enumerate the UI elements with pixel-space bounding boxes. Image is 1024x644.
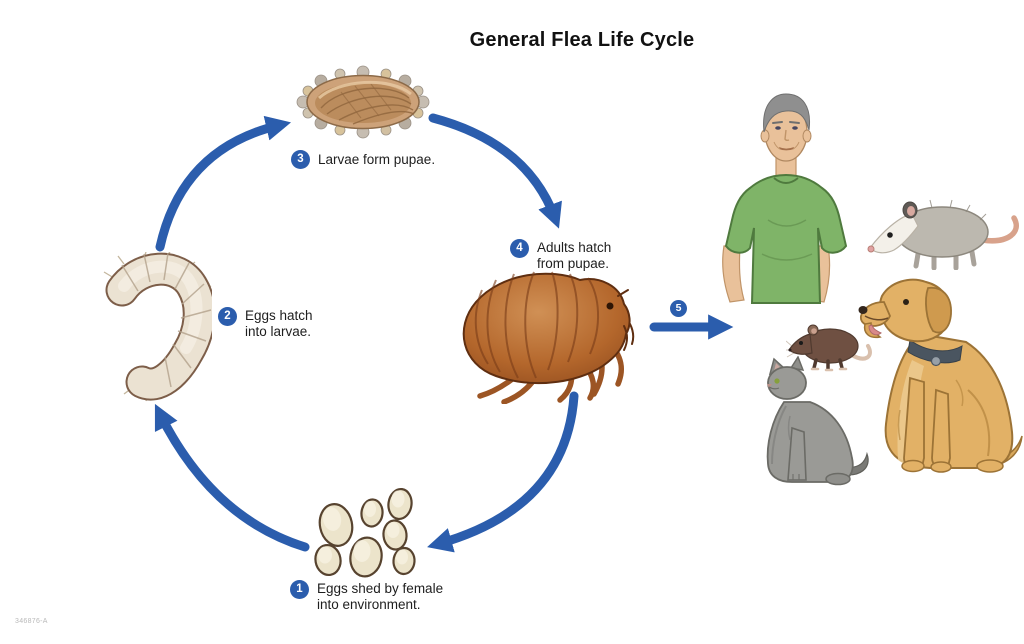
flea-eye xyxy=(606,302,614,310)
opossum-tail xyxy=(979,215,1019,244)
arrow-pupae-to-adult xyxy=(428,113,562,229)
dog-ear xyxy=(925,286,952,334)
arrow-eggs-to-larvae xyxy=(154,403,310,552)
step-badge-1: 1 xyxy=(290,580,309,599)
dog-collar xyxy=(907,339,963,364)
flea-pupa-illustration xyxy=(296,65,430,139)
arrow-larvae-to-pupae xyxy=(155,115,292,252)
flea-body xyxy=(462,272,631,385)
cat-head xyxy=(767,366,807,400)
dog-host-illustration xyxy=(858,278,1023,473)
adult-flea-illustration xyxy=(462,271,635,404)
rat-tail xyxy=(848,344,872,361)
step-badge-5: 5 xyxy=(670,300,687,317)
flea-segments xyxy=(474,271,599,379)
step-label-1: Eggs shed by female into environment. xyxy=(317,581,444,612)
diagram-title: General Flea Life Cycle xyxy=(469,29,695,51)
figure-code: 346876-A xyxy=(15,618,48,625)
larva-segments xyxy=(121,252,212,388)
step-label-3: Larvae form pupae. xyxy=(318,152,436,167)
step-badge-4: 4 xyxy=(510,239,529,258)
flea-eggs-illustration xyxy=(314,487,416,578)
flea-larva-illustration xyxy=(103,252,212,402)
cat-body xyxy=(766,401,854,483)
step-badge-3: 3 xyxy=(291,150,310,169)
human-shirt xyxy=(724,173,848,304)
step-label-2: Eggs hatch into larvae. xyxy=(245,308,313,339)
opossum-face xyxy=(869,213,919,254)
human-host-illustration xyxy=(722,93,848,304)
human-hair xyxy=(763,93,811,133)
flea-mouthparts xyxy=(617,289,635,351)
cat-host-illustration xyxy=(766,356,869,486)
step-badge-2: 2 xyxy=(218,307,237,326)
rat-host-illustration xyxy=(786,324,872,372)
step-label-4: Adults hatch from pupae. xyxy=(537,240,612,271)
arrow-adult-to-eggs xyxy=(427,391,579,553)
opossum-host-illustration xyxy=(867,199,1019,270)
